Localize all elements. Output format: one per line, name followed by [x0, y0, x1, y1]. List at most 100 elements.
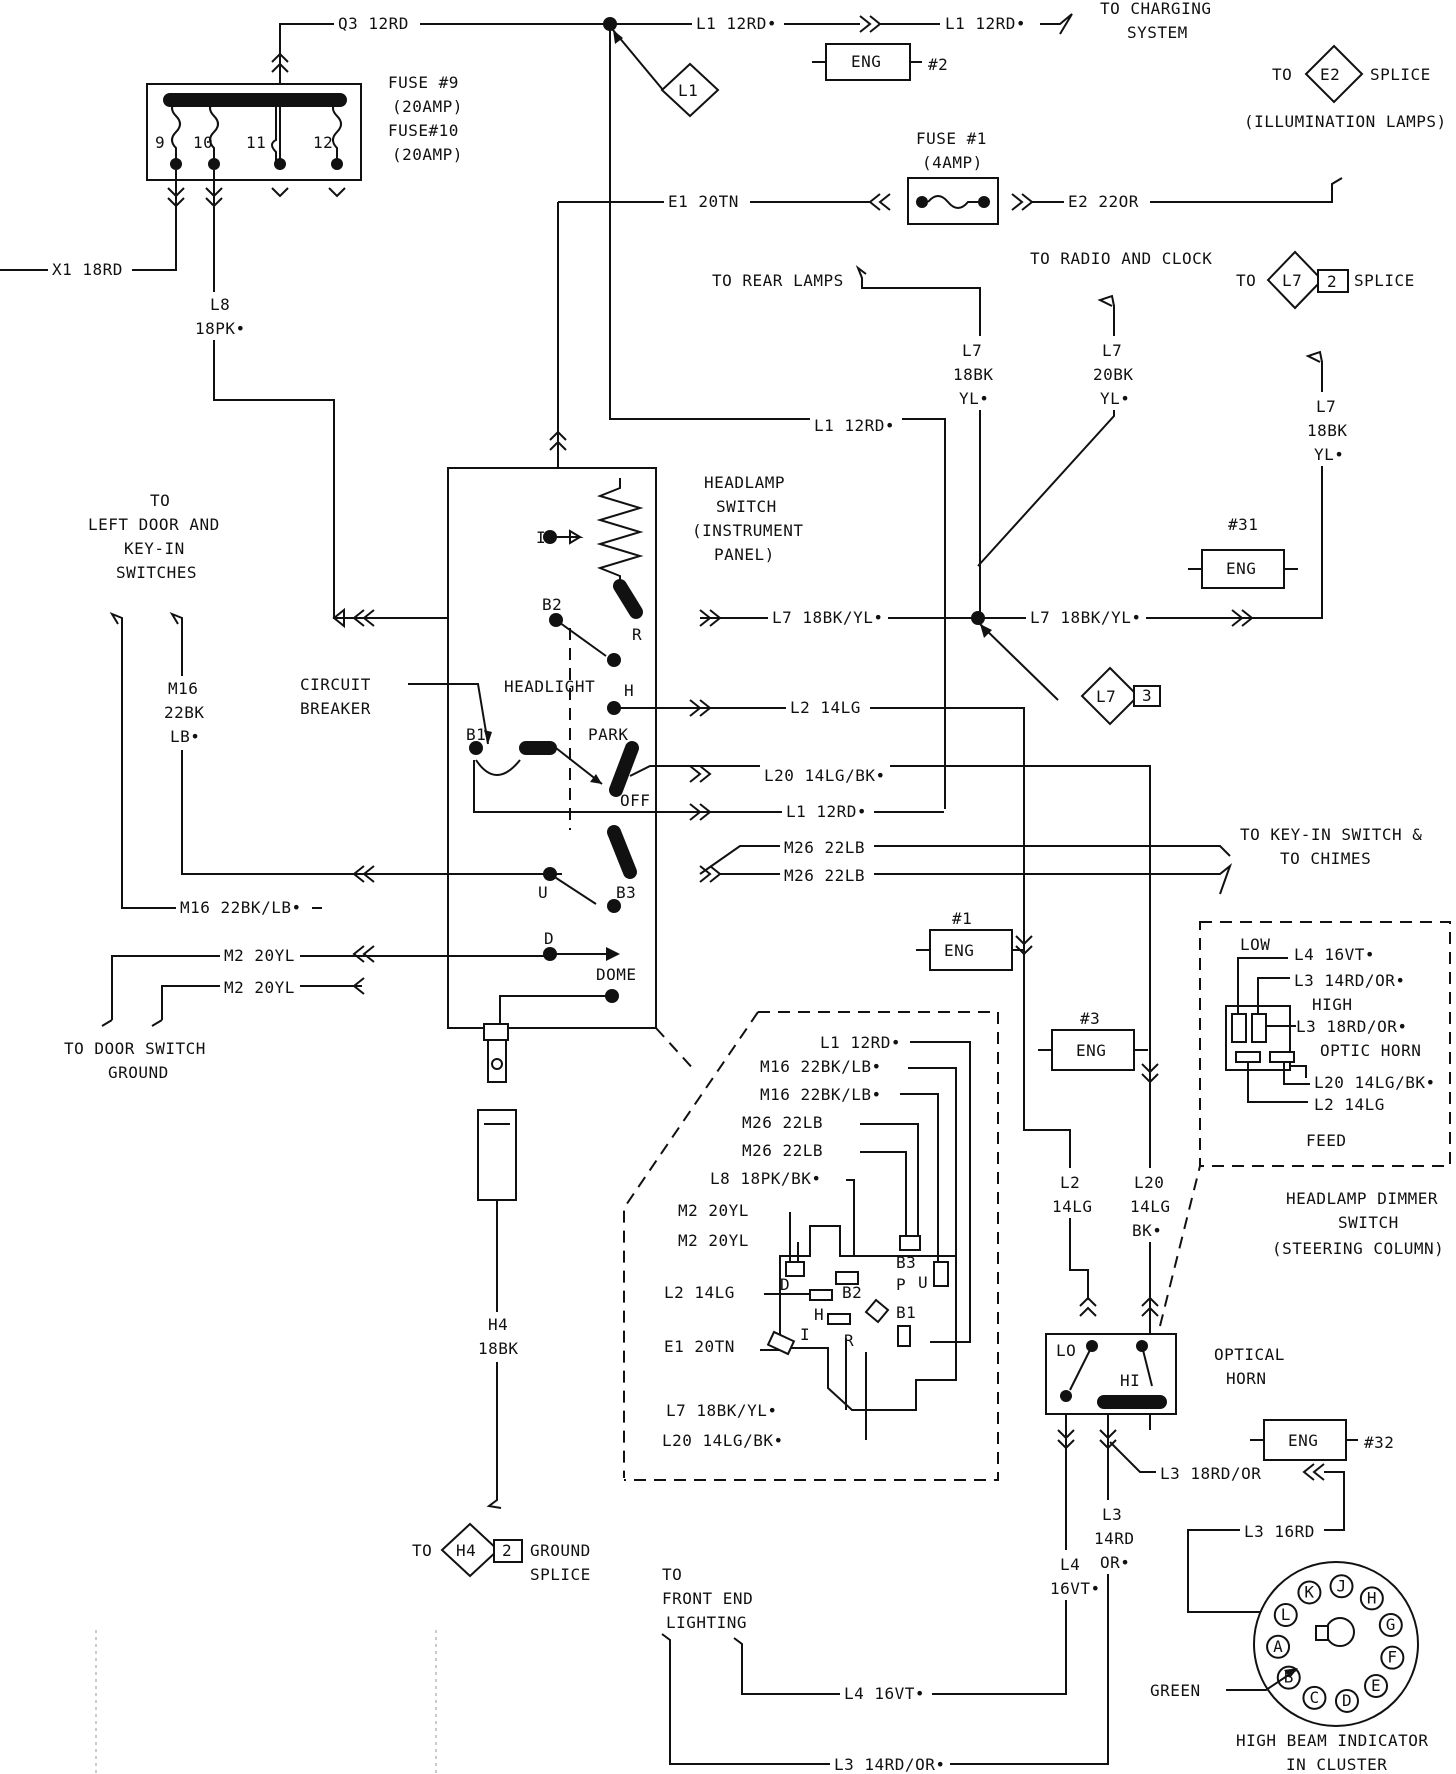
to-e2: TO — [1272, 65, 1292, 84]
wire-m2-a: M2 20YL — [224, 946, 295, 965]
to-left-1: TO — [150, 491, 170, 510]
wire-l1-mid: L1 12RD• — [814, 416, 895, 435]
wire-l8-a: L8 — [210, 295, 230, 314]
hs-label-4: PANEL) — [714, 545, 775, 564]
connector-pin-label: L — [1281, 1605, 1291, 1624]
detail-m26-a: M26 22LB — [742, 1113, 823, 1132]
connector-pin-label: K — [1304, 1582, 1314, 1601]
term-i: I — [536, 528, 546, 547]
dim-l2: L2 14LG — [1314, 1095, 1385, 1114]
front-1: TO — [662, 1565, 682, 1584]
off-label: OFF — [620, 791, 650, 810]
fuse-terminal-11: 11 — [246, 133, 266, 152]
fuse-terminal-12: 12 — [313, 133, 333, 152]
park-label: PARK — [588, 725, 629, 744]
term-r: R — [632, 625, 642, 644]
splice-e2: SPLICE — [1370, 65, 1431, 84]
h4-num: 2 — [502, 1541, 512, 1560]
wire-l7-rear-c: YL• — [959, 389, 989, 408]
wire-l20: L20 14LG/BK• — [764, 766, 886, 785]
dimmer-2: SWITCH — [1338, 1213, 1399, 1232]
optical-1: OPTICAL — [1214, 1345, 1285, 1364]
term-b2: B2 — [542, 595, 562, 614]
term-u: U — [538, 883, 548, 902]
wire-l20-v-a: L20 — [1134, 1173, 1164, 1192]
wire-l1-top-2: L1 12RD• — [945, 14, 1026, 33]
to-left-2: LEFT DOOR AND — [88, 515, 220, 534]
detail-m2-b: M2 20YL — [678, 1231, 749, 1250]
connector-pin-l — [1273, 1603, 1298, 1627]
illum-label: (ILLUMINATION LAMPS) — [1244, 112, 1447, 131]
detail-pin-r: R — [844, 1331, 854, 1350]
wire-l2-v-b: 14LG — [1052, 1197, 1093, 1216]
detail-l1: L1 12RD• — [820, 1033, 901, 1052]
wire-l7-radio-c: YL• — [1100, 389, 1130, 408]
dimmer-lo: LO — [1056, 1341, 1076, 1360]
connector-pin-label: A — [1273, 1637, 1283, 1656]
splice-l7: SPLICE — [1354, 271, 1415, 290]
eng-box-2: ENG — [851, 52, 881, 71]
wire-l4-v-a: L4 — [1060, 1555, 1080, 1574]
term-h: H — [624, 681, 634, 700]
wire-l3-16: L3 16RD — [1244, 1522, 1315, 1541]
wire-l2: L2 14LG — [790, 698, 861, 717]
dimmer-3: (STEERING COLUMN) — [1272, 1239, 1444, 1258]
to-charging-1: TO CHARGING — [1100, 0, 1211, 18]
dim-l3a: L3 14RD/OR• — [1294, 971, 1405, 990]
eng-box-31: ENG — [1226, 559, 1256, 578]
front-2: FRONT END — [662, 1589, 753, 1608]
wire-l20-v-b: 14LG — [1130, 1197, 1171, 1216]
dim-l4: L4 16VT• — [1294, 945, 1375, 964]
wire-l7-rear-b: 18BK — [953, 365, 994, 384]
connector-pin-label: C — [1309, 1688, 1319, 1707]
connector-pin-label: H — [1367, 1588, 1377, 1607]
dim-l20: L20 14LG/BK• — [1314, 1073, 1436, 1092]
ground-2: SPLICE — [530, 1565, 591, 1584]
detail-m2-a: M2 20YL — [678, 1201, 749, 1220]
connector-pin-label: D — [1342, 1691, 1352, 1710]
to-left-3: KEY-IN — [124, 539, 185, 558]
detail-pin-b3: B3 — [896, 1253, 916, 1272]
dome-label: DOME — [596, 965, 637, 984]
l7-tag-3: L7 — [1096, 687, 1116, 706]
detail-pin-u: U — [918, 1273, 928, 1292]
detail-pin-b1: B1 — [896, 1303, 916, 1322]
term-b1: B1 — [466, 725, 486, 744]
dim-feed: FEED — [1306, 1131, 1347, 1150]
wire-l3-v-a: L3 — [1102, 1505, 1122, 1524]
to-keyin-1: TO KEY-IN SWITCH & — [1240, 825, 1422, 844]
to-rear: TO REAR LAMPS — [712, 271, 844, 290]
wire-l7-right-b: 18BK — [1307, 421, 1348, 440]
l1-tag: L1 — [678, 81, 698, 100]
wire-l1-top-1: L1 12RD• — [696, 14, 777, 33]
wire-l2-v-a: L2 — [1060, 1173, 1080, 1192]
term-b3: B3 — [616, 883, 636, 902]
wire-x1: X1 18RD — [52, 260, 123, 279]
connector-pin-h — [1359, 1586, 1384, 1611]
connector-pin-k — [1297, 1580, 1322, 1605]
wire-e2: E2 22OR — [1068, 192, 1139, 211]
dim-low: LOW — [1240, 935, 1270, 954]
connector-pin-e — [1364, 1673, 1389, 1698]
detail-pin-p: P — [896, 1275, 906, 1294]
wire-l7-right-c: YL• — [1314, 445, 1344, 464]
detail-pin-b2: B2 — [842, 1283, 862, 1302]
e2-tag: E2 — [1320, 65, 1340, 84]
connector-pin-f — [1380, 1645, 1405, 1670]
hbi-2: IN CLUSTER — [1286, 1755, 1387, 1774]
detail-m16-b: M16 22BK/LB• — [760, 1085, 882, 1104]
ref-32: #32 — [1364, 1433, 1394, 1452]
connector-pin-label: F — [1387, 1648, 1397, 1667]
dim-optic: OPTIC HORN — [1320, 1041, 1421, 1060]
dim-l3b: L3 18RD/OR• — [1296, 1017, 1407, 1036]
hs-label-3: (INSTRUMENT — [692, 521, 803, 540]
to-left-4: SWITCHES — [116, 563, 197, 582]
connector-pin-label: J — [1337, 1576, 1347, 1595]
fuse-terminal-10: 10 — [193, 133, 213, 152]
connector-pin-g — [1378, 1613, 1403, 1638]
fuse-box: 9 10 11 12 — [146, 83, 362, 181]
ref-2: #2 — [928, 55, 948, 74]
dimmer-1: HEADLAMP DIMMER — [1286, 1189, 1438, 1208]
detail-m26-b: M26 22LB — [742, 1141, 823, 1160]
